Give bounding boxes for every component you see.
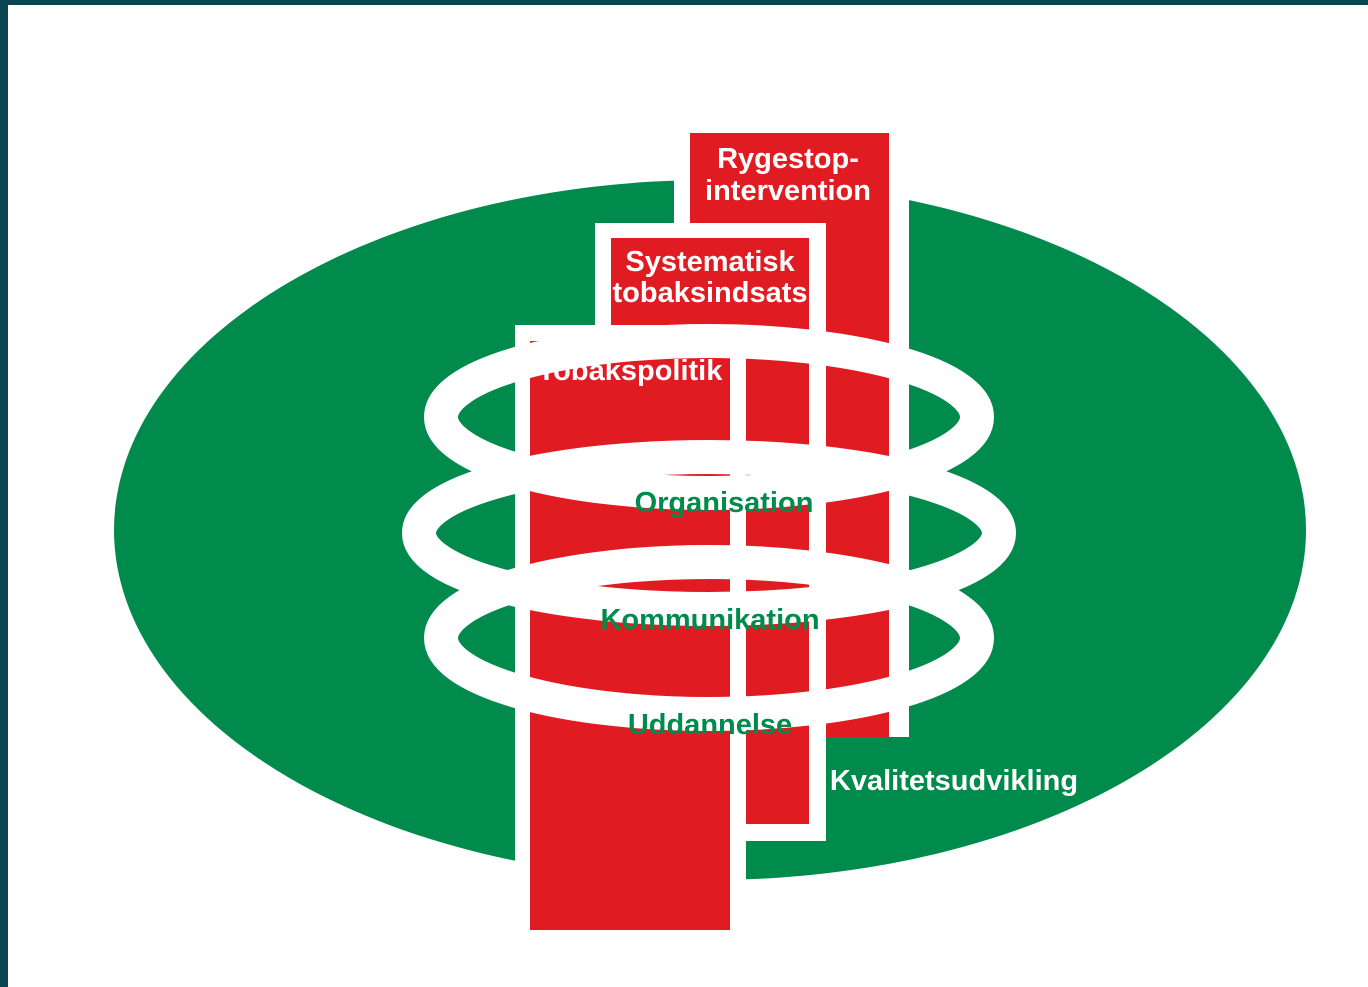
ring-uddannelse-label: Uddannelse (628, 709, 792, 741)
pillar-tobakspolitik-label: Tobakspolitik (538, 355, 724, 387)
base-label: Kvalitetsudvikling (830, 765, 1078, 797)
pillar-tobakspolitik (530, 341, 730, 930)
ring-organisation-label: Organisation (635, 487, 814, 519)
ring-uddannelse (424, 545, 994, 731)
diagram-canvas: Rygestop- intervention Systematisk tobak… (8, 5, 1368, 987)
ring-kommunikation-label: Kommunikation (600, 604, 819, 636)
pillar-rygestop-label-line1: Rygestop- (717, 143, 859, 175)
ring-kommunikation (402, 440, 1016, 626)
pillar-systematisk-label-line2: tobaksindsats (613, 277, 808, 309)
model-diagram: Rygestop- intervention Systematisk tobak… (114, 115, 1306, 930)
pillar-systematisk-label-line1: Systematisk (625, 246, 795, 278)
pillar-rygestop-label-line2: intervention (705, 175, 871, 207)
ring-organisation (424, 324, 994, 510)
